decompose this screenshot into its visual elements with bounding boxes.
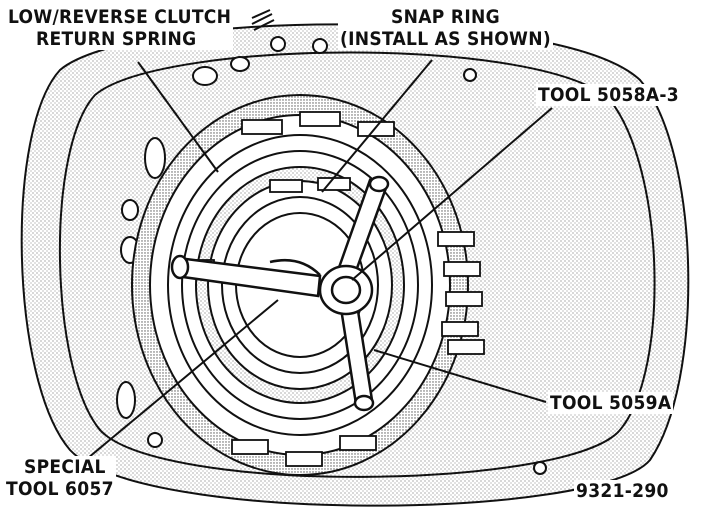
callout-low-reverse-spring-line2: RETURN SPRING <box>36 28 197 50</box>
center-hub <box>269 258 374 316</box>
callout-tool-5058a3: TOOL 5058A-3 <box>536 84 681 106</box>
label-tick-marks <box>251 9 275 31</box>
leader-low-reverse-spring <box>137 61 219 173</box>
callout-snap-ring-line1: SNAP RING <box>391 6 500 28</box>
leader-special-tool <box>87 299 279 459</box>
return-spring-tabs <box>185 111 485 467</box>
case-bolt-holes <box>116 36 547 475</box>
callout-special-tool-6057-line1: SPECIAL <box>24 456 106 478</box>
leader-snap-ring <box>321 59 433 193</box>
leader-tool-5059a <box>373 349 547 403</box>
callout-low-reverse-spring-line1: LOW/REVERSE CLUTCH <box>8 6 232 28</box>
callout-snap-ring-line2: (INSTALL AS SHOWN) <box>340 28 551 50</box>
leader-tool-5058a3 <box>351 107 553 281</box>
callout-special-tool-6057-line2: TOOL 6057 <box>6 478 114 500</box>
leader-lines <box>87 9 553 459</box>
callout-low-reverse-spring: LOW/REVERSE CLUTCH RETURN SPRING <box>6 6 234 50</box>
callout-snap-ring: SNAP RING (INSTALL AS SHOWN) <box>338 6 553 50</box>
figure-id: 9321-290 <box>574 480 671 502</box>
callout-special-tool-6057: SPECIAL TOOL 6057 <box>4 456 116 500</box>
callout-tool-5059a: TOOL 5059A <box>548 392 674 414</box>
